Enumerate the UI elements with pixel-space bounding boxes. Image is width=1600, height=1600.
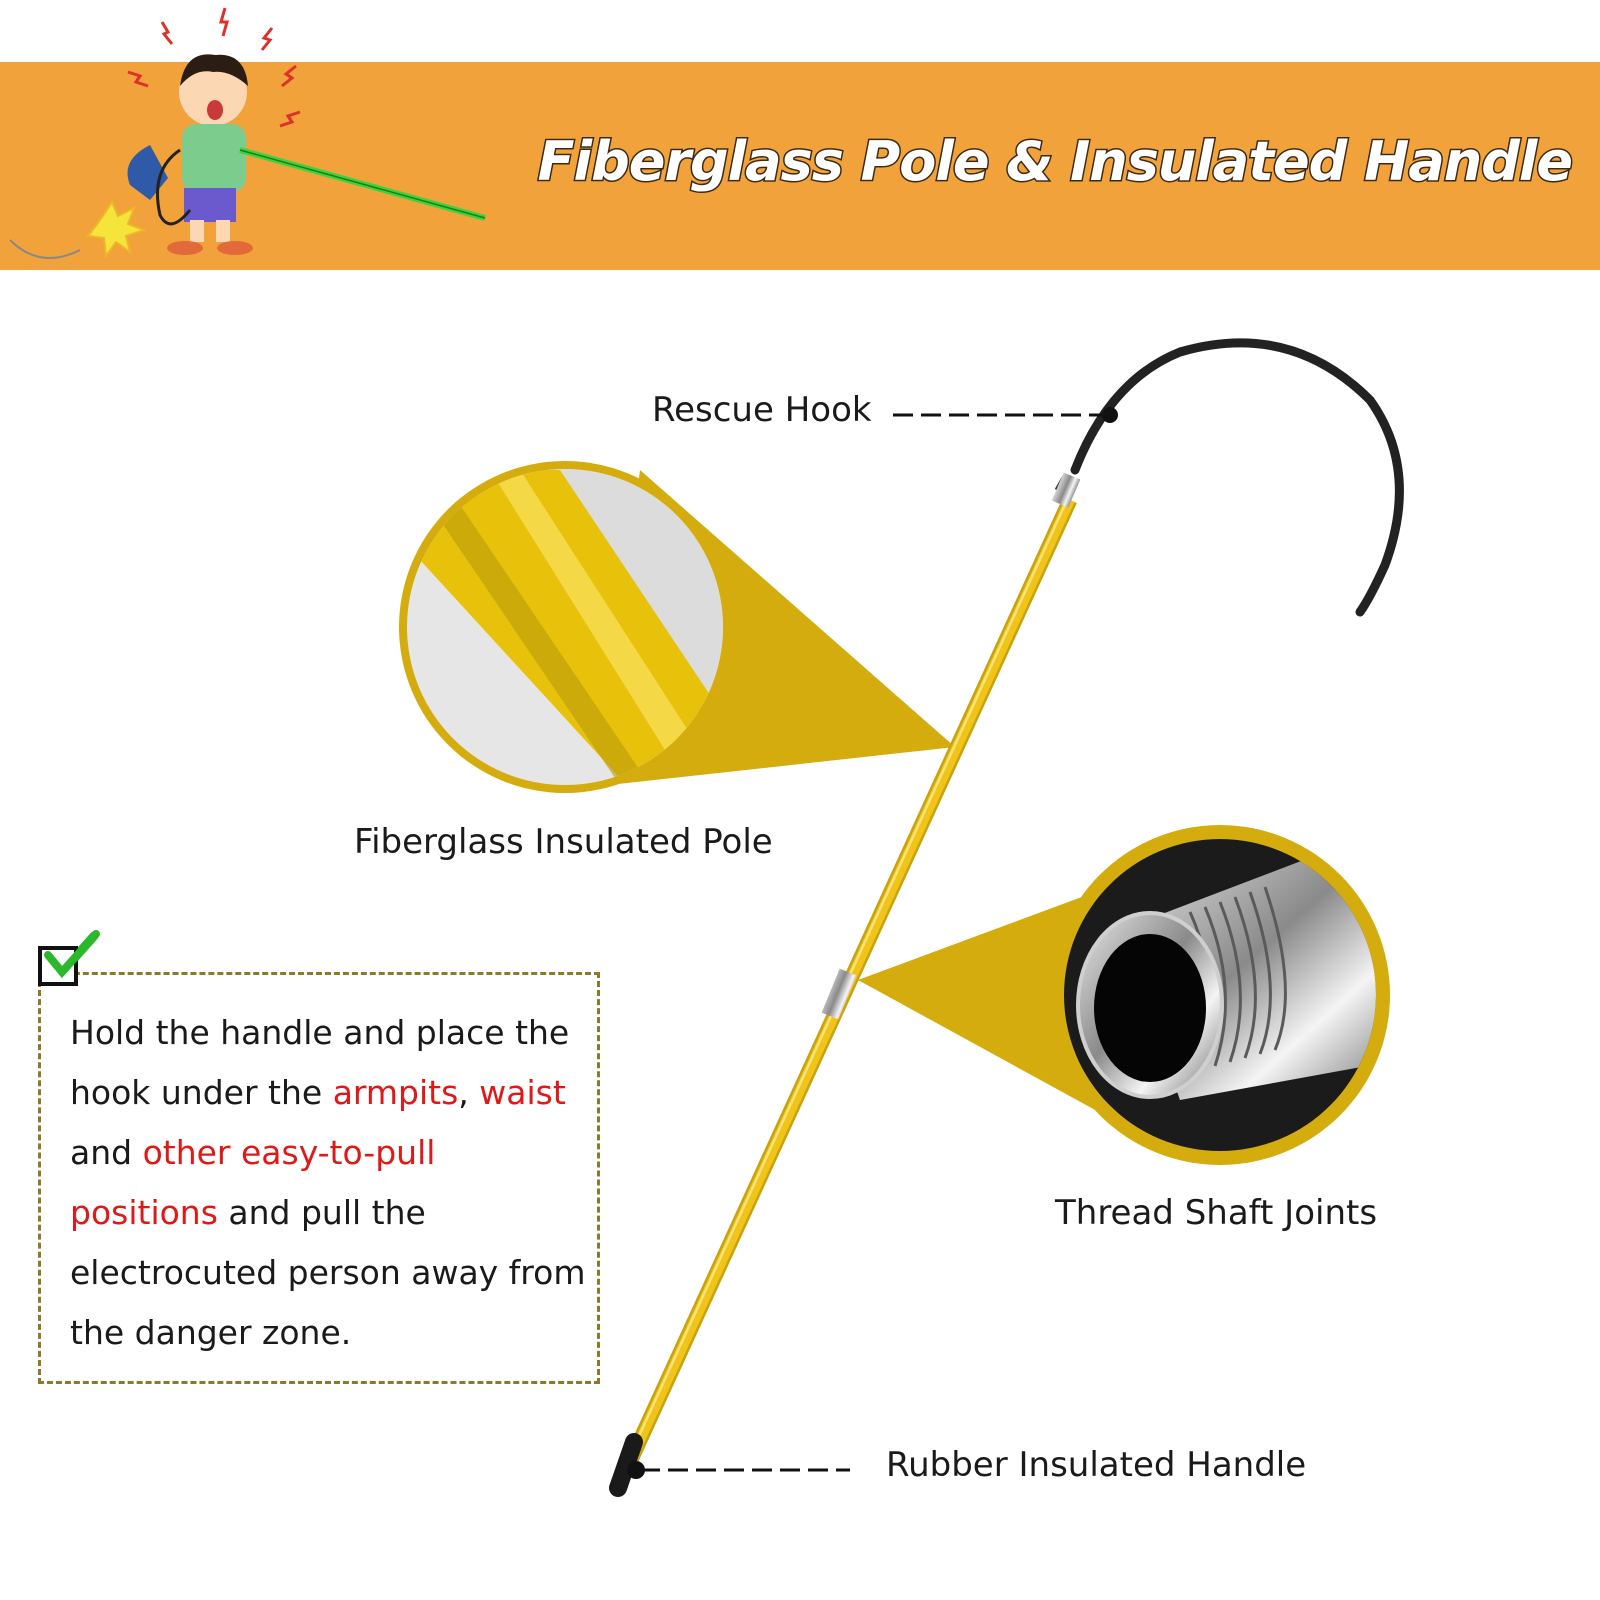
banner-title: Fiberglass Pole & Insulated Handle: [536, 129, 1574, 195]
note-highlight-armpits: armpits: [332, 1073, 459, 1112]
note-segment: ,: [458, 1073, 480, 1112]
cartoon-boy-icon: [9, 7, 486, 259]
fiberglass-pole-zoom: [399, 461, 731, 793]
rescue-hook-label: Rescue Hook: [652, 390, 872, 430]
fiberglass-pole-label: Fiberglass Insulated Pole: [354, 822, 773, 862]
usage-note-text: Hold the handle and place the hook under…: [70, 1003, 590, 1363]
note-segment: Hold the handle and place the hook under…: [70, 1013, 570, 1112]
rubber-handle-label: Rubber Insulated Handle: [886, 1445, 1307, 1485]
usage-note-box: [38, 972, 600, 1384]
note-segment: and: [70, 1133, 143, 1172]
thread-joints-label: Thread Shaft Joints: [1055, 1193, 1378, 1233]
middle-joint: [821, 968, 857, 1020]
handle-leader-dot: [627, 1461, 645, 1479]
top-ferrule: [1051, 472, 1081, 508]
note-segment: and pull the electrocuted person away fr…: [70, 1193, 586, 1352]
note-highlight-waist: waist: [479, 1073, 566, 1112]
note-highlight-positions: other easy-to-pull positions: [70, 1133, 436, 1232]
rescue-hook: [1070, 338, 1404, 617]
header-banner: [0, 62, 1600, 270]
rubber-handle: [609, 1433, 643, 1497]
hook-leader-dot: [1102, 407, 1118, 423]
thread-joint-zoom: [1050, 825, 1390, 1165]
checkbox-icon: [38, 946, 78, 986]
